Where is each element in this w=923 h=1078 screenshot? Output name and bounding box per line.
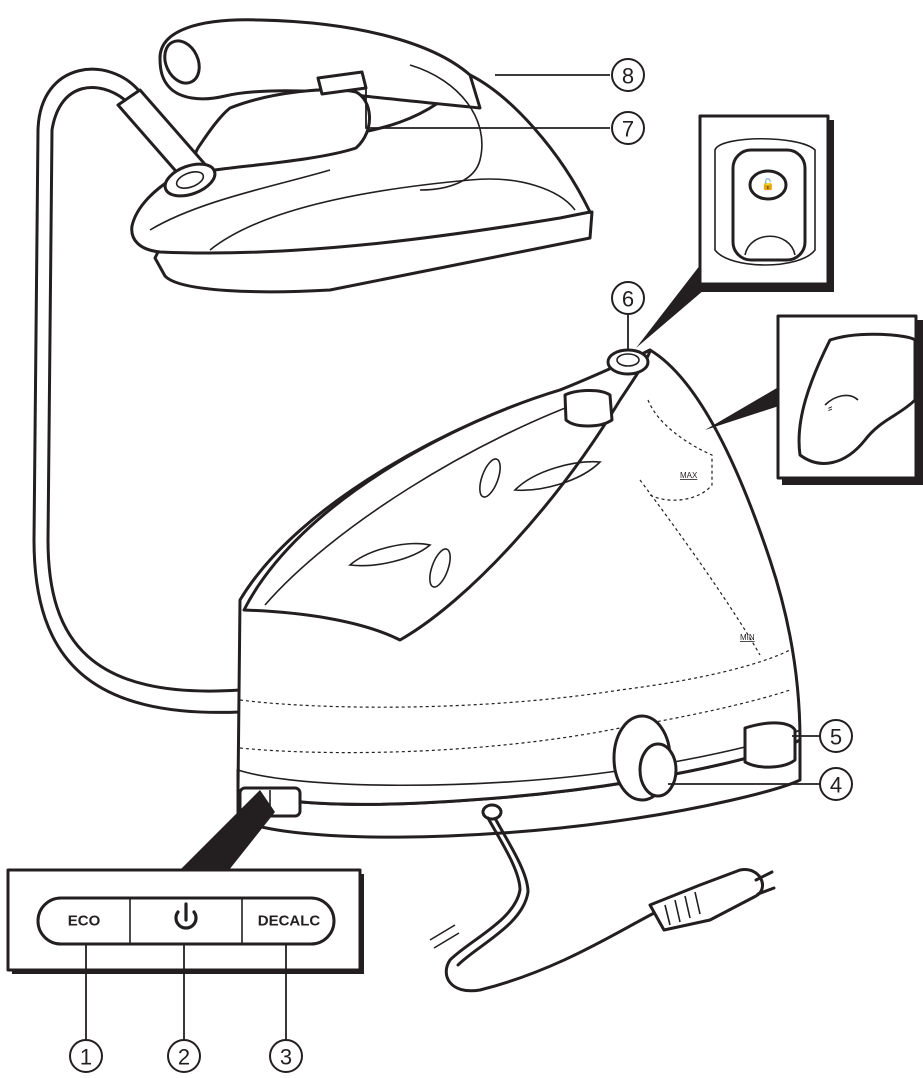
min-level-label: MIN: [740, 633, 755, 642]
steam-hose: [32, 67, 242, 714]
steam-iron: [116, 18, 594, 294]
callout-8: 8: [611, 58, 645, 92]
unlock-icon: 🔓: [761, 178, 775, 191]
svg-text:3: 3: [280, 1045, 292, 1070]
callout-leaders: [85, 74, 820, 1040]
iron-soleplate: [153, 210, 594, 294]
callout-7: 7: [611, 111, 645, 145]
lock-slider: [563, 389, 614, 428]
slider-detail-inset: ⸗: [705, 314, 923, 485]
lock-detail-inset: 🔓: [636, 114, 834, 348]
power-icon: [174, 902, 198, 930]
hose-collar: [163, 162, 217, 198]
decalc-button[interactable]: DECALC: [258, 913, 321, 930]
max-level-label: MAX: [680, 471, 698, 480]
svg-text:5: 5: [830, 725, 842, 750]
svg-text:1: 1: [80, 1045, 92, 1070]
svg-text:6: 6: [622, 287, 634, 312]
svg-text:8: 8: [622, 64, 634, 89]
eco-button[interactable]: ECO: [68, 913, 101, 930]
water-inlet-knob: [638, 742, 678, 798]
power-plug: [648, 868, 764, 932]
power-cord: [444, 816, 662, 993]
steam-icon: ⸗: [828, 400, 832, 415]
power-button[interactable]: [174, 902, 198, 930]
callout-1: 1: [69, 1039, 103, 1073]
svg-text:2: 2: [178, 1045, 190, 1070]
svg-text:4: 4: [830, 773, 842, 798]
base-station: MAX MIN: [236, 348, 802, 993]
callout-2: 2: [167, 1039, 201, 1073]
callout-6: 6: [611, 281, 645, 315]
iron-handle-end: [163, 39, 201, 85]
callout-4: 4: [819, 767, 853, 801]
svg-text:7: 7: [622, 117, 634, 142]
callout-5: 5: [819, 719, 853, 753]
base-carry-grip: [743, 721, 797, 769]
callout-3: 3: [269, 1039, 303, 1073]
